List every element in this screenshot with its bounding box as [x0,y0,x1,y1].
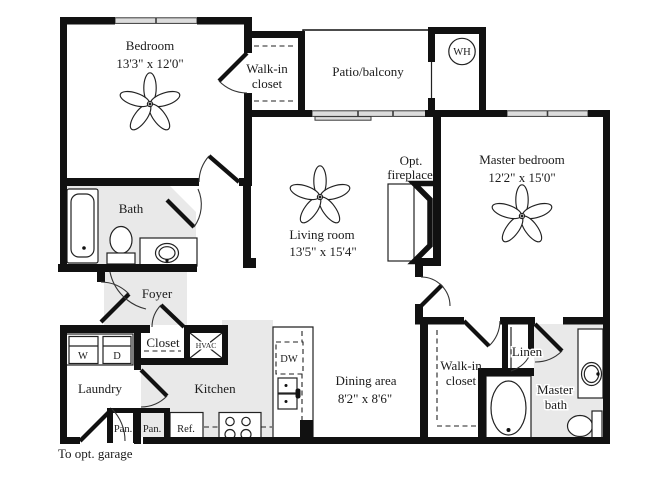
ceiling-fans [119,72,553,243]
fireplace-label-1: Opt. [400,153,423,168]
vanity-sink [139,237,198,267]
foyer-label: Foyer [142,286,173,301]
master-bedroom-label: Master bedroom [479,152,565,167]
master-bath-label-1: Master [537,382,574,397]
dining-dims: 8'2" x 8'6" [338,391,392,406]
slider-panel [314,116,372,121]
wh-label: WH [453,47,471,58]
toilet [106,225,136,265]
master-bath-label-2: bath [545,397,568,412]
living-room-label: Living room [289,227,354,242]
water-heater [448,37,476,66]
ceiling-fan [491,184,553,243]
closet-rods [144,45,512,427]
master-tub [485,375,532,442]
bath-label: Bath [119,201,144,216]
kitchen-counter [204,326,314,437]
pantry1-label: Pan. [114,424,132,435]
dishwasher [275,341,304,375]
patio-label: Patio/balcony [332,64,404,79]
bedroom-dims: 13'3" x 12'0" [116,56,183,71]
washer-label: W [78,351,88,362]
walkin-master-label-2: closet [446,373,477,388]
washer-dryer [65,333,134,366]
hvac-label: HVAC [196,341,217,350]
laundry-label: Laundry [78,381,123,396]
garage-note: To opt. garage [58,446,133,461]
kitchen-label: Kitchen [194,381,236,396]
dining-label: Dining area [335,373,396,388]
kitchen-floor [141,320,273,437]
windows [114,17,589,121]
dw-label: DW [280,354,298,365]
living-room-dims: 13'5" x 15'4" [289,244,356,259]
dryer-label: D [113,351,121,362]
bedroom-label: Bedroom [126,38,174,53]
patio-slider [311,110,429,117]
pantry2-label: Pan. [143,424,161,435]
doors [78,51,564,443]
closet-label: Closet [146,335,180,350]
fireplace [407,180,437,265]
fireplace-label-2: fireplace [387,167,433,182]
linen-label: Linen [512,344,543,359]
walls [58,17,610,444]
walkin-top-label-2: closet [252,76,283,91]
bathtub [66,188,99,264]
master-sink [577,328,604,399]
master-bedroom-dims: 12'2" x 15'0" [488,170,555,185]
fireplace-hearth [387,183,415,262]
walkin-top-label-1: Walk-in [246,61,288,76]
labels: Bedroom 13'3" x 12'0" Walk-in closet Pat… [58,38,575,461]
ceiling-fan [119,72,181,131]
ceiling-fan [289,165,351,224]
walkin-master-label-1: Walk-in [440,358,482,373]
hvac-unit [189,332,223,359]
kitchen-sink [277,377,301,410]
ref-label: Ref. [177,424,195,435]
